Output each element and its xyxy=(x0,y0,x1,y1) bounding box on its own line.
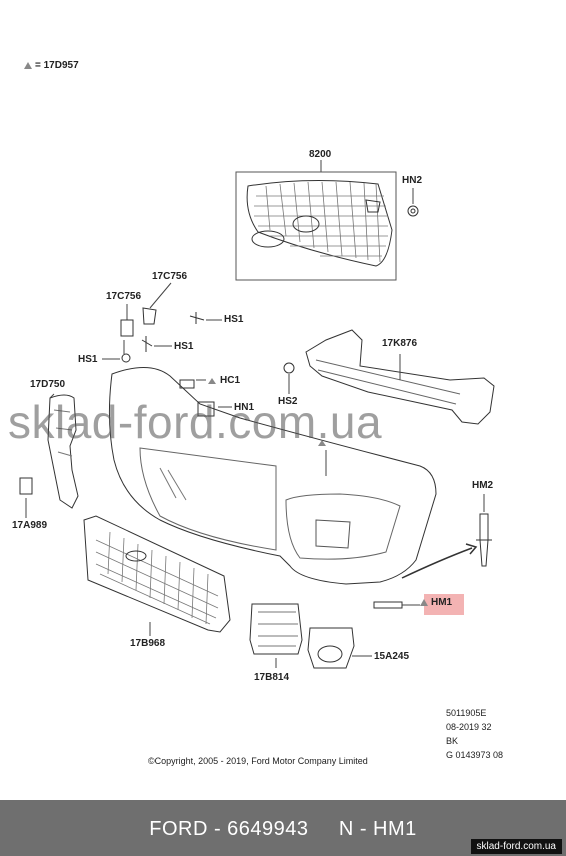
drawing-meta: 5011905E 08-2019 32 BK G 0143973 08 xyxy=(446,706,503,762)
label-hs1-mid[interactable]: HS1 xyxy=(174,341,194,352)
meta-line-4: G 0143973 08 xyxy=(446,750,504,760)
label-hm2[interactable]: HM2 xyxy=(472,480,494,491)
label-8200[interactable]: 8200 xyxy=(309,149,332,160)
label-17k876[interactable]: 17K876 xyxy=(382,338,418,349)
label-17c756-left[interactable]: 17C756 xyxy=(106,291,142,302)
legend: = 17D957 xyxy=(24,60,79,71)
label-17c756-top[interactable]: 17C756 xyxy=(152,271,188,282)
label-15a245[interactable]: 15A245 xyxy=(374,651,410,662)
nut-hn2 xyxy=(407,205,419,217)
bumper-cover xyxy=(108,367,437,585)
label-17b814[interactable]: 17B814 xyxy=(254,672,290,683)
label-17d750[interactable]: 17D750 xyxy=(30,379,66,390)
label-hs1-left[interactable]: HS1 xyxy=(78,354,98,365)
label-hc1[interactable]: HC1 xyxy=(220,375,241,386)
fog-lamp-bezel xyxy=(249,603,303,655)
label-hs2[interactable]: HS2 xyxy=(278,396,298,407)
side-bracket xyxy=(47,394,79,509)
label-17a989[interactable]: 17A989 xyxy=(12,520,48,531)
triangle-icon xyxy=(420,599,428,606)
label-17b968[interactable]: 17B968 xyxy=(130,638,166,649)
triangle-icon xyxy=(24,62,32,69)
reinforcement-beam xyxy=(305,329,495,425)
label-hs1-right[interactable]: HS1 xyxy=(224,314,244,325)
lower-grille xyxy=(83,515,231,633)
legend-text: = 17D957 xyxy=(35,60,79,71)
footer-site-badge[interactable]: sklad-ford.com.ua xyxy=(470,839,562,854)
footer-title: FORD - 6649943 N - HM1 xyxy=(149,818,417,840)
upper-grille-part xyxy=(246,179,393,267)
label-hm1: HM1 xyxy=(431,597,453,608)
label-hn1[interactable]: HN1 xyxy=(234,402,255,413)
copyright-notice: ©Copyright, 2005 - 2019, Ford Motor Comp… xyxy=(148,756,368,766)
meta-line-1: 5011905E xyxy=(446,708,487,718)
grille-box-8200 xyxy=(235,171,397,281)
rivet-hm1 xyxy=(373,601,403,609)
label-hn2[interactable]: HN2 xyxy=(402,175,423,186)
meta-line-3: BK xyxy=(446,736,459,746)
meta-line-2: 08-2019 32 xyxy=(446,722,492,732)
hm1-callout[interactable]: HM1 xyxy=(420,597,452,608)
watermark: sklad-ford.com.ua xyxy=(8,396,383,448)
clip-part xyxy=(365,199,381,213)
hm1-highlight xyxy=(424,594,464,615)
ford-oval-badge xyxy=(251,230,285,248)
fog-lamp-surround xyxy=(307,627,355,669)
